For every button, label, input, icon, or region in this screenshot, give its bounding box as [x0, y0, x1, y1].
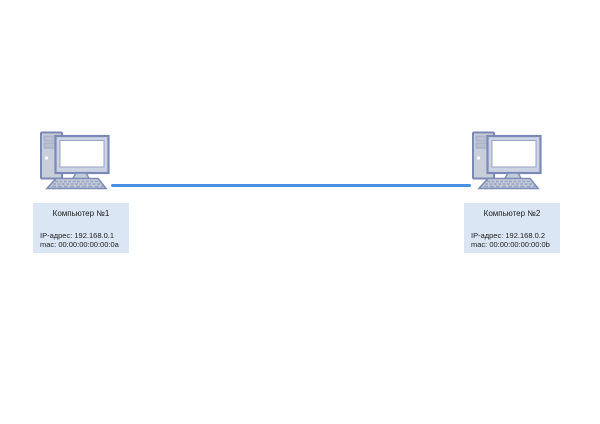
ethernet-link-line: [111, 184, 471, 187]
node-mac-address: mac: 00:00:00:00:00:0a: [40, 240, 119, 249]
desktop-computer-2-icon: [470, 131, 542, 190]
node-label-computer-1: Компьютер №1 IP-адрес: 192.168.0.1 mac: …: [33, 203, 129, 253]
node-title: Компьютер №2: [483, 209, 541, 218]
node-mac-address: mac: 00:00:00:00:00:0b: [471, 240, 550, 249]
node-title: Компьютер №1: [52, 209, 110, 218]
node-ip-address: IP-адрес: 192.168.0.1: [40, 231, 115, 240]
desktop-computer-1-icon: [38, 131, 110, 190]
node-label-computer-2: Компьютер №2 IP-адрес: 192.168.0.2 mac: …: [464, 203, 560, 253]
node-ip-address: IP-адрес: 192.168.0.2: [471, 231, 546, 240]
